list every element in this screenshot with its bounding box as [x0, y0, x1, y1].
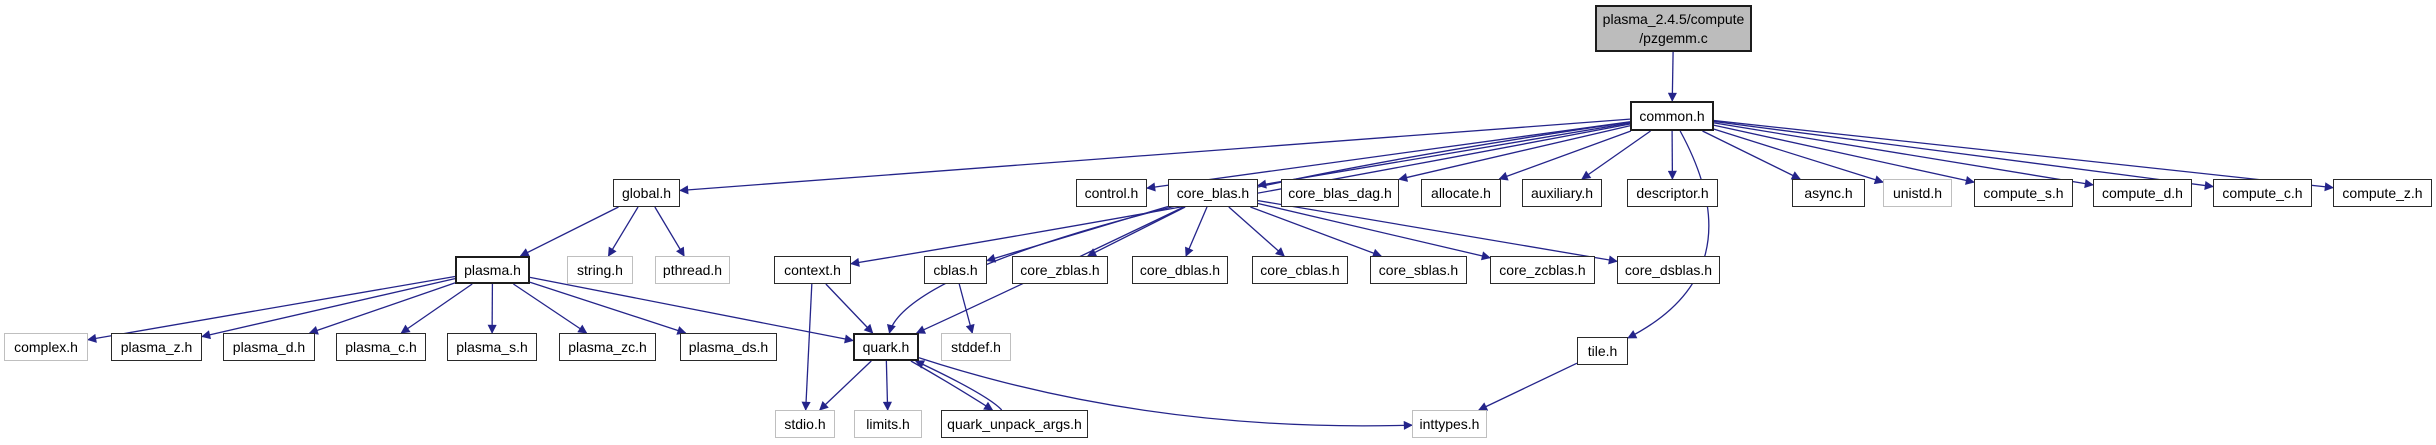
node-core_blas_dag[interactable]: core_blas_dag.h — [1281, 179, 1399, 207]
node-complex: complex.h — [4, 333, 88, 361]
node-core_sblas[interactable]: core_sblas.h — [1370, 256, 1467, 284]
edge-common-core_blas_dag — [1398, 125, 1631, 182]
edge-tile-inttypes — [1478, 362, 1578, 411]
node-compute_c[interactable]: compute_c.h — [2213, 179, 2312, 207]
edge-common-auxiliary — [1581, 130, 1651, 180]
node-descriptor[interactable]: descriptor.h — [1627, 179, 1718, 207]
node-global[interactable]: global.h — [613, 179, 680, 207]
node-quark_unpack_args[interactable]: quark_unpack_args.h — [941, 410, 1088, 438]
edge-common-compute_s — [1713, 124, 1975, 185]
node-async[interactable]: async.h — [1792, 179, 1865, 207]
node-core_blas[interactable]: core_blas.h — [1168, 179, 1258, 207]
node-plasma_ds[interactable]: plasma_ds.h — [680, 333, 777, 361]
edge-cblas-stddef — [958, 283, 975, 334]
node-auxiliary[interactable]: auxiliary.h — [1522, 179, 1602, 207]
edge-quark-limits — [882, 360, 892, 411]
edge-common-unistd — [1713, 128, 1884, 185]
node-plasma_z[interactable]: plasma_z.h — [111, 333, 202, 361]
edge-common-control — [1146, 121, 1631, 192]
node-cblas[interactable]: cblas.h — [924, 256, 987, 284]
node-core_dblas[interactable]: core_dblas.h — [1132, 256, 1228, 284]
node-common[interactable]: common.h — [1630, 101, 1714, 131]
edge-quark-inttypes — [918, 357, 1413, 430]
node-control[interactable]: control.h — [1076, 179, 1147, 207]
node-core_cblas[interactable]: core_cblas.h — [1252, 256, 1348, 284]
edge-core_blas-core_zcblas — [1257, 202, 1491, 261]
node-plasma_zc[interactable]: plasma_zc.h — [559, 333, 656, 361]
edge-pzgemm-common — [1667, 51, 1677, 102]
edge-core_blas-core_sblas — [1250, 206, 1382, 258]
edge-core_blas-core_dsblas — [1257, 199, 1618, 265]
edge-common-global — [679, 118, 1631, 195]
node-unistd: unistd.h — [1883, 179, 1952, 207]
node-pzgemm[interactable]: plasma_2.4.5/compute/pzgemm.c — [1595, 5, 1752, 52]
edge-plasma-complex — [87, 275, 456, 343]
node-core_dsblas[interactable]: core_dsblas.h — [1617, 256, 1720, 284]
edge-plasma-plasma_d — [308, 282, 456, 335]
node-inttypes: inttypes.h — [1412, 410, 1487, 438]
node-stddef: stddef.h — [941, 333, 1011, 361]
node-label-line: plasma_2.4.5/compute — [1602, 10, 1745, 27]
node-compute_z[interactable]: compute_z.h — [2333, 179, 2432, 207]
edge-global-plasma — [519, 206, 619, 257]
edge-core_blas-cblas — [986, 205, 1169, 263]
node-pthread: pthread.h — [655, 256, 730, 284]
node-plasma[interactable]: plasma.h — [455, 256, 530, 284]
node-compute_s[interactable]: compute_s.h — [1974, 179, 2073, 207]
edge-common-compute_d — [1713, 122, 2094, 189]
edge-common-compute_z — [1713, 119, 2334, 192]
edge-context-stdio — [801, 283, 813, 411]
edge-common-allocate — [1498, 130, 1632, 181]
edge-global-string — [607, 206, 639, 257]
node-plasma_s[interactable]: plasma_s.h — [447, 333, 537, 361]
edge-common-compute_c — [1713, 120, 2214, 190]
node-core_zblas[interactable]: core_zblas.h — [1012, 256, 1108, 284]
node-context[interactable]: context.h — [774, 256, 851, 284]
node-label-line: /pzgemm.c — [1639, 29, 1708, 46]
node-plasma_d[interactable]: plasma_d.h — [223, 333, 315, 361]
edge-core_blas-core_cblas — [1228, 206, 1285, 257]
edge-core_blas-core_zblas — [1087, 206, 1186, 257]
edge-common-core_blas — [1257, 122, 1631, 189]
edge-plasma-plasma_c — [400, 283, 473, 334]
edge-common-async — [1702, 130, 1801, 180]
edge-plasma-plasma_zc — [513, 283, 588, 334]
node-compute_d[interactable]: compute_d.h — [2093, 179, 2192, 207]
edge-quark_unpack_args-quark — [914, 360, 1003, 411]
node-limits: limits.h — [854, 410, 922, 438]
edge-plasma-plasma_ds — [529, 281, 687, 335]
edge-core_blas-core_dblas — [1185, 206, 1208, 257]
edge-plasma-plasma_z — [201, 277, 456, 340]
edge-common-quark — [887, 121, 1631, 334]
edge-plasma-quark — [529, 276, 854, 344]
edge-global-pthread — [654, 206, 685, 257]
node-string: string.h — [567, 256, 633, 284]
node-stdio: stdio.h — [775, 410, 835, 438]
edge-quark-stdio — [819, 360, 872, 411]
node-quark[interactable]: quark.h — [853, 333, 919, 361]
node-tile[interactable]: tile.h — [1577, 337, 1628, 365]
edge-context-quark — [825, 283, 874, 334]
node-plasma_c[interactable]: plasma_c.h — [336, 333, 426, 361]
node-allocate[interactable]: allocate.h — [1421, 179, 1501, 207]
edge-common-tile — [1627, 130, 1710, 339]
node-core_zcblas[interactable]: core_zcblas.h — [1490, 256, 1595, 284]
